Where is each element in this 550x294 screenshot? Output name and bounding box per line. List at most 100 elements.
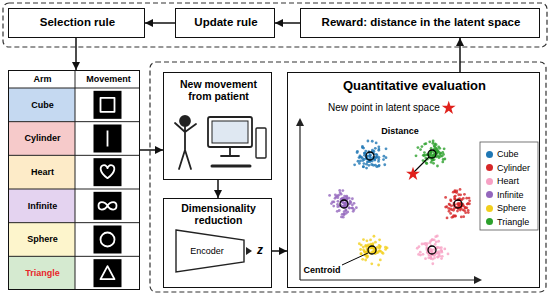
latent-point xyxy=(431,238,434,241)
latent-point xyxy=(345,208,348,211)
text-holder: Quantitative evaluation xyxy=(288,79,541,94)
movement-trace xyxy=(99,202,117,210)
person-body xyxy=(175,123,196,169)
text-holder: Cube xyxy=(9,100,76,110)
latent-point xyxy=(436,256,439,259)
arm-cell-fill xyxy=(8,155,75,189)
latent-point xyxy=(359,252,362,255)
centroid-marker xyxy=(368,246,376,254)
latent-point xyxy=(342,216,345,219)
latent-point xyxy=(463,193,466,196)
latent-point xyxy=(362,238,365,241)
latent-point xyxy=(425,162,428,165)
centroid-marker xyxy=(428,150,436,158)
latent-point xyxy=(422,154,425,157)
latent-point xyxy=(360,253,363,256)
centroid-marker xyxy=(428,246,436,254)
latent-point xyxy=(458,203,461,206)
legend-text: Heart xyxy=(497,175,519,187)
latent-point xyxy=(437,145,440,148)
arm-cell-fill xyxy=(8,256,75,290)
legend-text: Sphere xyxy=(497,202,526,214)
latent-point xyxy=(336,196,339,199)
heading-text: Selection rule xyxy=(40,16,115,29)
text-holder: Reward: distance in the latent space xyxy=(301,16,541,29)
latent-point xyxy=(435,241,438,244)
table-rule xyxy=(8,189,140,190)
label-holder: Centroid xyxy=(303,265,342,275)
latent-point xyxy=(365,167,368,170)
latent-point xyxy=(351,204,354,207)
latent-point xyxy=(430,161,433,164)
latent-point xyxy=(421,145,424,148)
latent-point xyxy=(417,253,420,256)
latent-point xyxy=(454,195,457,198)
latent-point xyxy=(341,197,344,200)
latent-point xyxy=(440,250,443,253)
table-rule xyxy=(8,88,140,89)
latent-point xyxy=(468,199,471,202)
latent-point xyxy=(467,202,470,205)
legend-swatch xyxy=(486,178,493,185)
movement-icon xyxy=(94,125,122,153)
latent-point xyxy=(359,248,362,251)
latent-point xyxy=(431,239,434,242)
text-holder: Triangle xyxy=(9,268,76,278)
legend-item: Cylinder xyxy=(486,162,530,174)
latent-point xyxy=(434,243,437,246)
latent-point xyxy=(440,249,443,252)
latent-point xyxy=(433,254,436,257)
movement-trace xyxy=(101,233,115,247)
latent-point xyxy=(429,256,432,259)
latent-point xyxy=(364,259,367,262)
latent-point xyxy=(462,215,465,218)
latent-point xyxy=(347,206,350,209)
process-box: Selection rule xyxy=(8,8,145,38)
arm-cell-fill xyxy=(8,223,75,257)
latent-point xyxy=(442,158,445,161)
latent-point xyxy=(447,253,450,256)
latent-point xyxy=(423,154,426,157)
latent-point xyxy=(375,142,378,145)
legend-text: Infinite xyxy=(497,189,524,201)
latent-point xyxy=(344,209,347,212)
latent-point xyxy=(375,156,378,159)
movement-image xyxy=(94,158,122,186)
latent-point xyxy=(364,245,367,248)
dashed-region xyxy=(3,3,547,47)
text-holder: Infinite xyxy=(9,201,76,211)
computer-tower xyxy=(256,128,266,158)
latent-point xyxy=(436,165,439,168)
centroid-leader xyxy=(342,253,368,265)
y-axis xyxy=(299,124,300,280)
text-holder: Encoder xyxy=(177,246,237,256)
latent-point xyxy=(443,147,446,150)
movement-image xyxy=(94,192,122,220)
latent-point xyxy=(363,162,366,165)
table-rule xyxy=(8,121,140,122)
heading-text: New movement from patient xyxy=(168,78,269,102)
movement-image xyxy=(94,226,122,254)
latent-point xyxy=(437,149,440,152)
table-cell: Arm xyxy=(33,74,51,84)
encoder-output-arrow xyxy=(246,247,252,255)
heading-text: Dimensionality reduction xyxy=(168,202,269,226)
latent-point xyxy=(423,151,426,154)
text-holder: New point in latent space xyxy=(328,102,478,114)
latent-point xyxy=(370,163,373,166)
text-holder: Cylinder xyxy=(9,133,76,143)
arm-cell-fill xyxy=(8,88,75,122)
latent-point xyxy=(443,248,446,251)
latent-point xyxy=(362,246,365,249)
latent-point xyxy=(429,241,432,244)
latent-point xyxy=(362,248,365,251)
latent-point xyxy=(441,160,444,163)
heading-text: Quantitative evaluation xyxy=(343,79,486,94)
latent-point xyxy=(444,206,447,209)
plot-axes xyxy=(300,124,476,280)
latent-point xyxy=(450,199,453,202)
latent-point xyxy=(437,240,440,243)
latent-point xyxy=(338,209,341,212)
latent-point xyxy=(371,140,374,143)
